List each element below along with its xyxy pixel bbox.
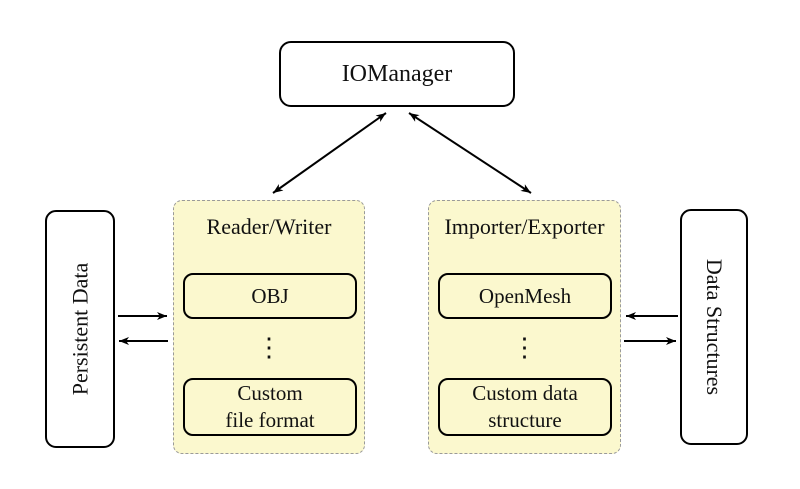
node-persistent-data-label: Persistent Data	[67, 262, 92, 396]
vertical-ellipsis-icon: ⋮	[511, 333, 538, 362]
arrow-iomanager-readerwriter	[272, 112, 387, 194]
vertical-ellipsis-icon: ⋮	[256, 333, 282, 362]
group-reader-writer-title: Reader/Writer	[206, 214, 332, 239]
node-obj: OBJ	[183, 273, 357, 319]
node-custom-file-format: Custom file format	[183, 378, 357, 436]
node-data-structures: Data Structures	[680, 209, 748, 445]
node-openmesh: OpenMesh	[438, 273, 612, 319]
group-reader-writer: Reader/Writer OBJ ⋮ Custom file format	[173, 200, 365, 454]
node-custom-data-structure: Custom data structure	[438, 378, 612, 436]
group-importer-exporter: Importer/Exporter OpenMesh ⋮ Custom data…	[428, 200, 621, 454]
node-data-structures-label: Data Structures	[702, 258, 728, 396]
node-iomanager-label: IOManager	[341, 60, 453, 87]
arrow-iomanager-importerexporter	[408, 112, 532, 194]
node-persistent-data: Persistent Data	[45, 210, 115, 448]
group-importer-exporter-title: Importer/Exporter	[444, 214, 605, 239]
node-iomanager: IOManager	[279, 41, 515, 107]
